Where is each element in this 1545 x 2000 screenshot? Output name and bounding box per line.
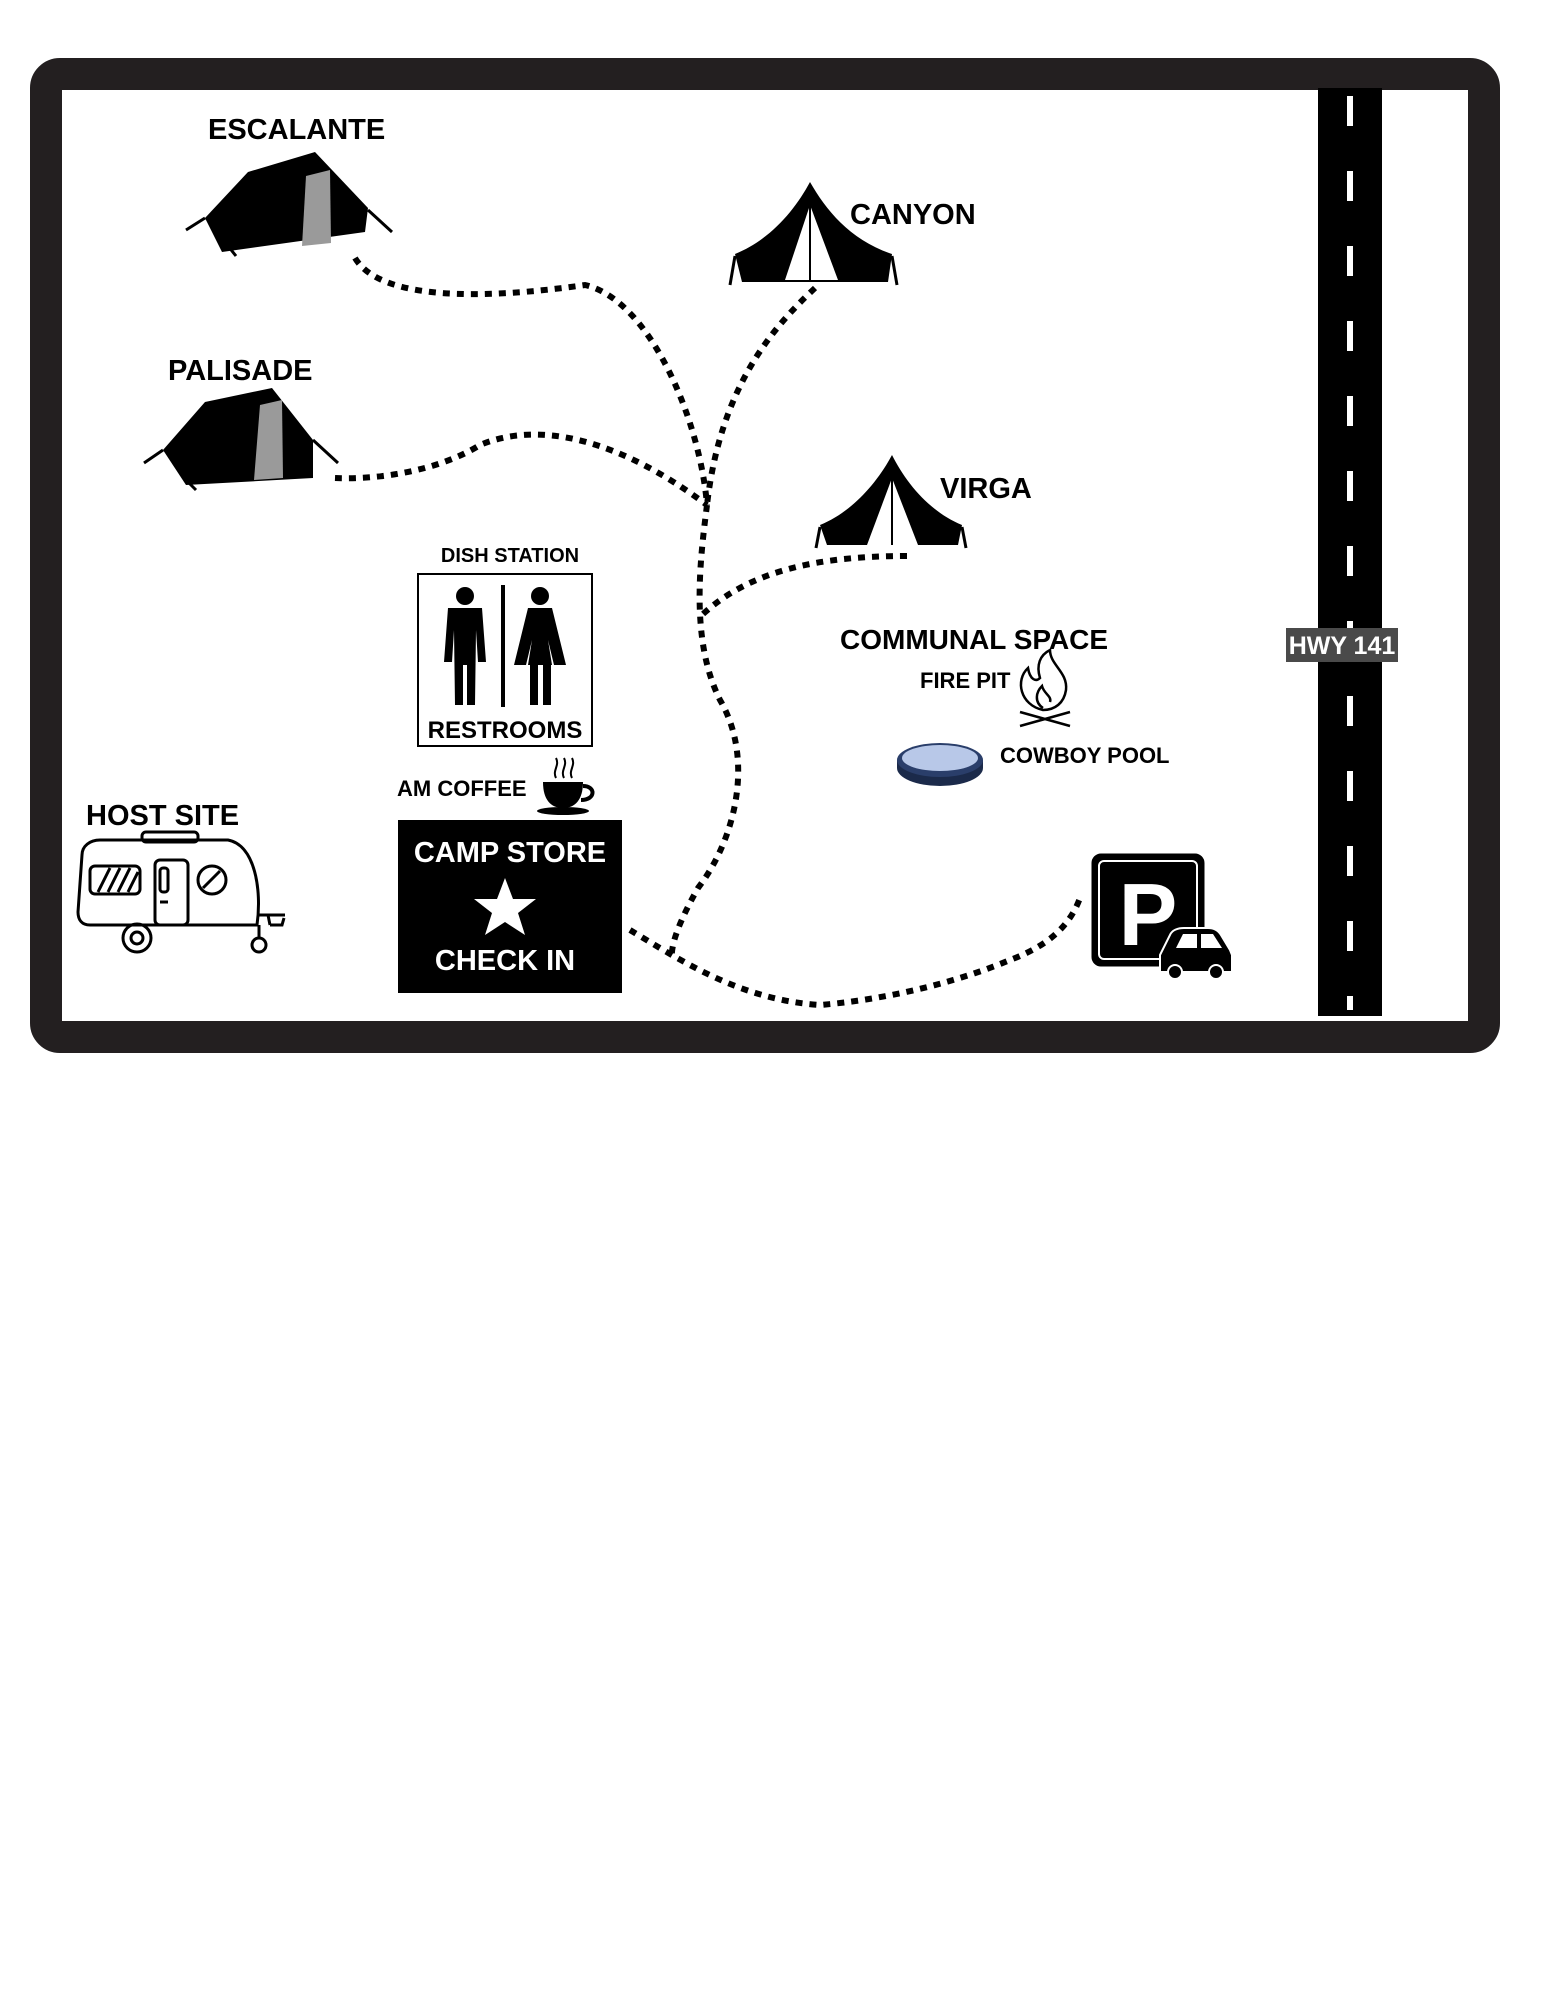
star-icon xyxy=(474,878,536,935)
trail-parking xyxy=(628,896,1083,1009)
map-frame xyxy=(30,58,1500,1053)
camper-trailer-icon xyxy=(76,830,286,954)
highway-label-bg xyxy=(1286,628,1398,662)
cowboy-pool-icon xyxy=(897,743,983,786)
trail-escalante xyxy=(352,256,710,506)
car-icon xyxy=(1159,927,1233,980)
communal-space-label: COMMUNAL SPACE xyxy=(840,624,1108,655)
am-coffee-label: AM COFFEE xyxy=(397,776,527,801)
escalante-tent-icon xyxy=(185,152,394,257)
escalante-label: ESCALANTE xyxy=(208,114,385,146)
trail-canyon xyxy=(704,285,818,506)
trail-network xyxy=(334,256,1083,1009)
fire-pit-label: FIRE PIT xyxy=(920,668,1011,693)
host-site-label: HOST SITE xyxy=(86,800,239,832)
fire-pit-icon xyxy=(1019,647,1071,728)
palisade-label: PALISADE xyxy=(168,355,312,387)
camp-store-label: CAMP STORE xyxy=(414,837,606,869)
trail-virga xyxy=(699,553,908,618)
virga-label: VIRGA xyxy=(940,473,1032,505)
virga-tent-icon xyxy=(814,455,968,549)
trail-palisade xyxy=(334,431,709,508)
palisade-tent-icon xyxy=(143,388,340,492)
cowboy-pool-label: COWBOY POOL xyxy=(1000,743,1170,768)
check-in-label: CHECK IN xyxy=(435,945,575,977)
restroom-icon xyxy=(444,585,566,707)
restrooms-label: RESTROOMS xyxy=(428,717,583,744)
canyon-tent-icon xyxy=(728,182,899,286)
highway-label: HWY 141 xyxy=(1289,632,1396,660)
highway: HWY 141 xyxy=(1286,88,1398,1016)
campground-map: HWY 141 ESCALANTE PALISADE CANYON xyxy=(30,58,1500,1053)
coffee-cup-icon xyxy=(537,757,595,815)
canyon-label: CANYON xyxy=(850,199,976,231)
dish-station-label: DISH STATION xyxy=(441,545,579,567)
trail-main xyxy=(668,504,742,961)
